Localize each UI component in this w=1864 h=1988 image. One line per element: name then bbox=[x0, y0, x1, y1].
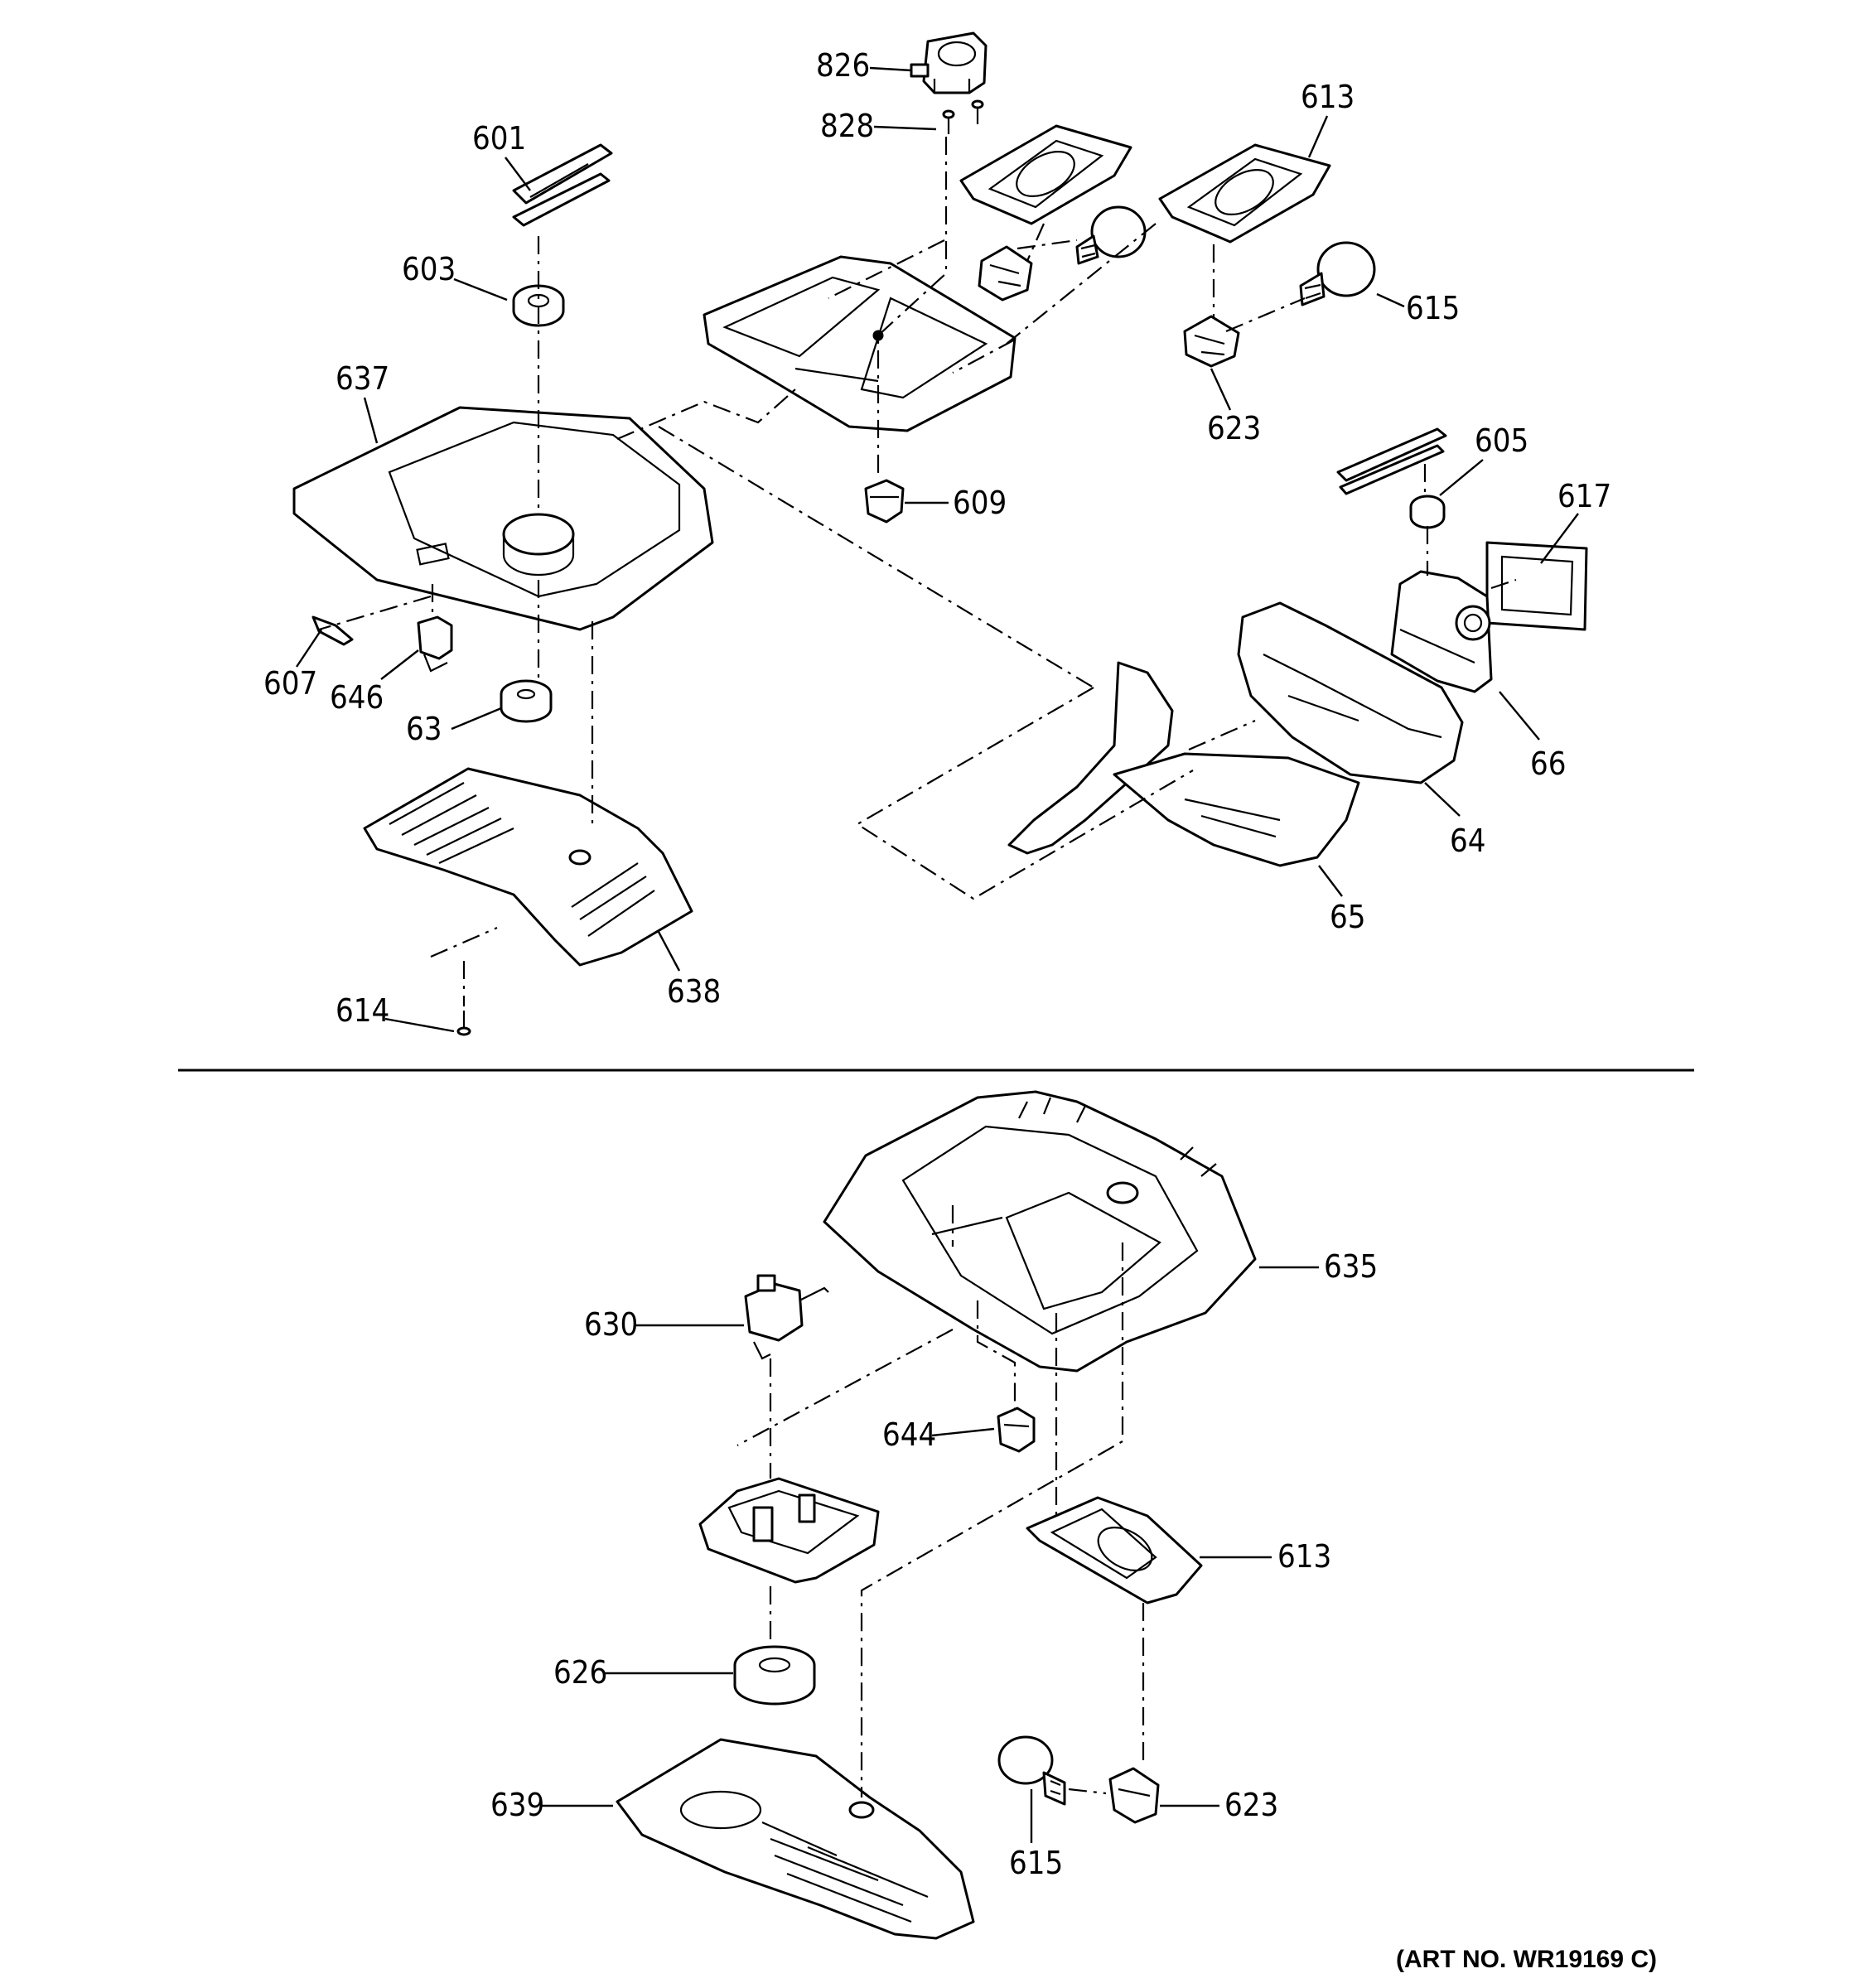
callout-613-top: 613 bbox=[1301, 79, 1355, 158]
part-646-switch bbox=[417, 615, 453, 673]
part-light-module-frame bbox=[703, 255, 1017, 432]
svg-text:64: 64 bbox=[1450, 823, 1486, 859]
part-601-rail bbox=[512, 143, 613, 227]
callout-66: 66 bbox=[1499, 691, 1567, 782]
callout-64: 64 bbox=[1424, 782, 1486, 859]
callout-637: 637 bbox=[336, 360, 389, 444]
svg-text:614: 614 bbox=[336, 992, 389, 1029]
callout-614: 614 bbox=[336, 992, 455, 1033]
part-613-light-housing-top-left bbox=[959, 124, 1132, 225]
assembly-lines-top bbox=[318, 137, 1517, 1006]
part-638-grille-tray bbox=[363, 767, 693, 967]
callout-609: 609 bbox=[905, 485, 1007, 521]
callout-63: 63 bbox=[406, 707, 502, 747]
svg-text:630: 630 bbox=[584, 1306, 638, 1343]
part-623-socket-top bbox=[1183, 315, 1240, 368]
callout-623-bottom: 623 bbox=[1160, 1787, 1278, 1823]
svg-text:607: 607 bbox=[263, 665, 317, 702]
callout-644: 644 bbox=[882, 1416, 995, 1453]
callout-639: 639 bbox=[490, 1787, 613, 1823]
svg-text:615: 615 bbox=[1406, 290, 1460, 326]
callout-613-bottom: 613 bbox=[1200, 1538, 1331, 1575]
svg-text:626: 626 bbox=[553, 1654, 607, 1691]
part-609-switch bbox=[864, 479, 905, 524]
callout-603: 603 bbox=[402, 251, 508, 302]
callout-638: 638 bbox=[657, 931, 721, 1010]
part-630-motor bbox=[744, 1274, 829, 1360]
svg-text:615: 615 bbox=[1009, 1845, 1063, 1881]
callout-617: 617 bbox=[1540, 478, 1611, 564]
callout-605: 605 bbox=[1439, 422, 1528, 496]
part-615-bulb-top bbox=[1299, 241, 1376, 306]
callout-826: 826 bbox=[816, 47, 912, 84]
svg-text:605: 605 bbox=[1475, 422, 1528, 459]
svg-text:66: 66 bbox=[1530, 746, 1567, 782]
part-826-actuator bbox=[910, 31, 988, 94]
part-617-frame bbox=[1485, 541, 1588, 631]
callout-601: 601 bbox=[472, 120, 531, 191]
part-828-screws bbox=[942, 99, 984, 134]
svg-text:623: 623 bbox=[1207, 410, 1261, 446]
svg-text:623: 623 bbox=[1224, 1787, 1278, 1823]
part-control-box bbox=[698, 1477, 880, 1584]
svg-text:646: 646 bbox=[330, 679, 384, 716]
part-637-tray-cover bbox=[292, 406, 714, 631]
callout-623-top: 623 bbox=[1207, 368, 1261, 446]
svg-text:617: 617 bbox=[1557, 478, 1611, 514]
part-635-housing bbox=[823, 1090, 1257, 1373]
svg-text:65: 65 bbox=[1330, 899, 1366, 935]
svg-text:613: 613 bbox=[1277, 1538, 1331, 1575]
svg-text:613: 613 bbox=[1301, 79, 1355, 115]
svg-text:637: 637 bbox=[336, 360, 389, 397]
part-613-light-housing-bottom bbox=[1026, 1496, 1203, 1604]
callout-65: 65 bbox=[1318, 865, 1366, 935]
part-623-socket-bottom bbox=[1108, 1767, 1160, 1824]
svg-text:826: 826 bbox=[816, 47, 870, 84]
callout-626: 626 bbox=[553, 1654, 733, 1691]
svg-text:601: 601 bbox=[472, 120, 526, 157]
svg-text:609: 609 bbox=[953, 485, 1007, 521]
callout-615-top: 615 bbox=[1376, 290, 1460, 326]
svg-text:639: 639 bbox=[490, 1787, 544, 1823]
assembly-lines-bottom bbox=[736, 1205, 1145, 1797]
callout-828: 828 bbox=[820, 108, 937, 144]
part-66-dispenser-block bbox=[1390, 570, 1493, 693]
part-rail-right bbox=[1336, 427, 1447, 495]
part-644-switch bbox=[997, 1407, 1036, 1453]
callout-630: 630 bbox=[584, 1306, 744, 1343]
part-63-gear bbox=[500, 679, 553, 723]
callout-646: 646 bbox=[330, 649, 419, 716]
part-615-bulb-bottom bbox=[997, 1735, 1066, 1806]
part-613-light-housing-top-right bbox=[1158, 143, 1331, 244]
part-626-gear bbox=[733, 1645, 816, 1706]
part-socket-middle bbox=[978, 245, 1033, 302]
art-number: (ART NO. WR19169 C) bbox=[1396, 1946, 1657, 1973]
svg-text:644: 644 bbox=[882, 1416, 936, 1453]
svg-text:635: 635 bbox=[1324, 1248, 1378, 1285]
callout-607: 607 bbox=[263, 629, 322, 702]
part-64-housing bbox=[1237, 601, 1464, 784]
svg-text:638: 638 bbox=[667, 973, 721, 1010]
callout-635: 635 bbox=[1259, 1248, 1378, 1285]
svg-text:603: 603 bbox=[402, 251, 456, 287]
part-605-gear bbox=[1409, 495, 1446, 529]
part-65-chute bbox=[1007, 661, 1360, 867]
part-639-grille-tray bbox=[616, 1738, 975, 1940]
svg-text:828: 828 bbox=[820, 108, 874, 144]
svg-text:63: 63 bbox=[406, 711, 442, 747]
part-607 bbox=[311, 615, 354, 646]
callout-615-bottom: 615 bbox=[1009, 1789, 1063, 1881]
part-614-screw bbox=[456, 1011, 471, 1036]
part-bulb-middle bbox=[1075, 205, 1147, 265]
